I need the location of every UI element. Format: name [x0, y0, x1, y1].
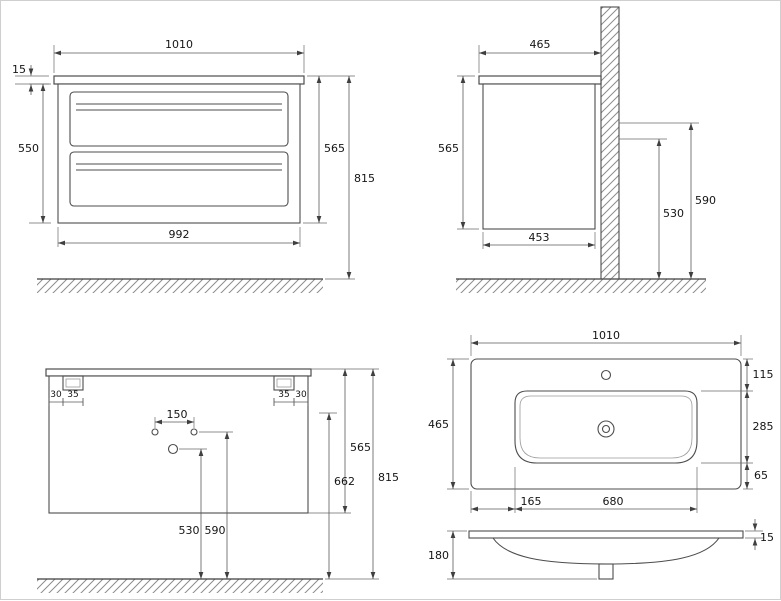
dim-back-inlet-spacing: 150 — [154, 408, 195, 428]
back-cabinet-body — [48, 375, 309, 514]
dim-label-basin-back-rim: 115 — [753, 368, 774, 381]
back-countertop — [45, 368, 312, 377]
dim-label-back-overall-height: 565 — [350, 441, 371, 454]
dim-side-lower-connection: 530 — [619, 138, 684, 279]
dim-label-back-mounting-height: 815 — [378, 471, 399, 484]
dim-label-front-countertop-thickness: 15 — [12, 63, 26, 76]
dim-label-bracket-right-offset: 30 — [295, 390, 307, 400]
basin-bowl-profile — [492, 537, 720, 565]
dim-label-front-body-width: 992 — [169, 228, 190, 241]
dim-label-side-overall-depth: 465 — [530, 38, 551, 51]
dim-back-bracket-left: 30 35 — [48, 390, 84, 406]
dim-back-overall-height: 565 — [308, 368, 379, 514]
dim-basin-overall-width: 1010 — [470, 329, 742, 356]
dim-label-bracket-right-width: 35 — [278, 390, 289, 400]
dim-label-side-upper-connection: 590 — [695, 194, 716, 207]
front-floor-hatch — [37, 279, 323, 293]
side-countertop — [478, 75, 602, 85]
dim-label-basin-bowl-width: 680 — [603, 495, 624, 508]
basin-bowl-inner — [519, 395, 693, 459]
front-drawer-top — [69, 91, 289, 147]
dim-back-bracket-right: 35 30 — [273, 390, 309, 406]
dim-back-lower-connection: 530 — [179, 448, 207, 579]
dim-label-basin-profile-height: 180 — [428, 549, 449, 562]
dim-label-basin-rim-height: 15 — [760, 531, 774, 544]
dim-side-body-depth: 453 — [482, 231, 596, 249]
dim-label-side-lower-connection: 530 — [663, 207, 684, 220]
dim-label-inlet-spacing: 150 — [167, 408, 188, 421]
dim-label-basin-side-offset: 165 — [521, 495, 542, 508]
dim-label-front-overall-width: 1010 — [165, 38, 193, 51]
dim-basin-rim-height: 15 — [745, 519, 774, 550]
dim-back-mounting-height: 815 — [325, 369, 399, 580]
dim-label-bracket-left-width: 35 — [67, 390, 78, 400]
basin-bowl-outer — [514, 390, 698, 464]
dim-label-back-upper-connection: 590 — [205, 524, 226, 537]
back-inlet-hole-right — [190, 428, 198, 436]
dim-label-side-body-depth: 453 — [529, 231, 550, 244]
side-cabinet-body — [482, 83, 596, 230]
dim-side-upper-connection: 590 — [619, 122, 716, 279]
dim-label-basin-bowl-depth: 285 — [753, 420, 774, 433]
dim-back-upper-connection: 590 — [199, 431, 233, 579]
dim-back-drain-line-height: 662 — [319, 412, 355, 579]
drain-outer — [597, 420, 615, 438]
dim-basin-profile-height: 180 — [428, 530, 597, 580]
dim-label-front-mounting-height: 815 — [354, 172, 375, 185]
back-inlet-hole-left — [151, 428, 159, 436]
dim-side-overall-depth: 465 — [478, 38, 602, 73]
back-hanger-bracket-left — [62, 375, 84, 391]
basin-top-view: 1010 115 285 65 465 165 68 — [428, 329, 774, 513]
front-view: 1010 15 550 565 815 — [12, 38, 375, 293]
dim-label-back-drain-line-height: 662 — [334, 475, 355, 488]
dim-label-bracket-left-offset: 30 — [50, 390, 62, 400]
dim-label-front-overall-height: 565 — [324, 142, 345, 155]
basin-outline — [470, 358, 742, 490]
side-floor-hatch — [456, 279, 706, 293]
dim-front-overall-height: 565 — [303, 75, 355, 224]
dim-side-overall-height: 565 — [438, 75, 479, 230]
side-view: 465 565 453 590 530 — [438, 6, 716, 293]
dim-front-overall-width: 1010 — [53, 38, 305, 73]
front-drawer-bottom — [69, 151, 289, 207]
basin-front-view: 15 180 — [428, 519, 774, 580]
dim-front-body-height: 550 — [18, 83, 51, 224]
dim-basin-overall-depth: 465 — [428, 358, 469, 490]
dim-front-mounting-height: 815 — [325, 76, 375, 280]
wall-hatch — [600, 6, 620, 280]
front-countertop — [53, 75, 305, 85]
dim-label-basin-overall-depth: 465 — [428, 418, 449, 431]
basin-drain-stub — [598, 563, 614, 580]
basin-rim-profile — [468, 530, 744, 539]
dim-label-front-body-height: 550 — [18, 142, 39, 155]
dim-basin-bottom: 165 680 — [470, 467, 698, 513]
dim-front-countertop-thickness: 15 — [12, 63, 49, 95]
back-floor-hatch — [37, 579, 323, 593]
dim-label-basin-front-rim: 65 — [754, 469, 768, 482]
back-view: 30 35 35 30 150 530 590 — [37, 368, 399, 593]
drain-inner — [601, 424, 611, 434]
dim-label-back-lower-connection: 530 — [179, 524, 200, 537]
back-drain-hole — [167, 443, 179, 455]
dim-front-body-width: 992 — [57, 227, 301, 247]
dim-label-basin-overall-width: 1010 — [592, 329, 620, 342]
dim-basin-right-stack: 115 285 65 — [701, 358, 774, 490]
back-hanger-bracket-right — [273, 375, 295, 391]
dim-label-side-overall-height: 565 — [438, 142, 459, 155]
faucet-hole — [600, 369, 612, 381]
